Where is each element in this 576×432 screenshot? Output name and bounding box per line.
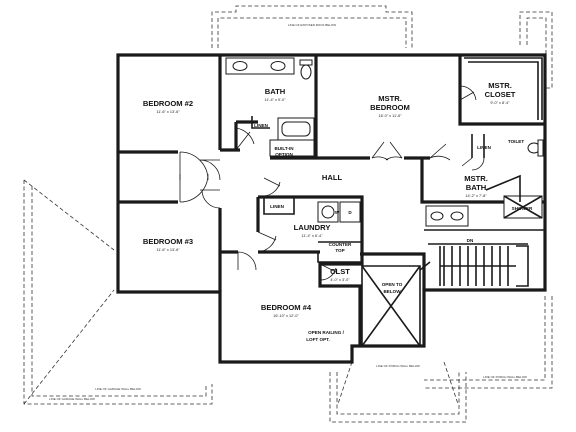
note-dryer: D — [348, 210, 352, 215]
room-labels: BEDROOM #2 11'-6" x 13'-6" BEDROOM #3 11… — [143, 81, 516, 318]
note-porch-wall: LINE OF PORCH WALL BELOW — [376, 364, 420, 368]
room-label-bedroom3: BEDROOM #3 — [143, 237, 193, 246]
room-label-laundry: LAUNDRY — [294, 223, 331, 232]
room-label-bedroom4: BEDROOM #4 — [261, 303, 312, 312]
note-linen-bath: LINEN — [254, 123, 268, 128]
fixture-notes: BUILT-IN OPTION LINEN LINEN LINEN TOILET… — [254, 123, 533, 342]
room-dims-bedroom3: 11'-6" x 13'-6" — [156, 248, 180, 252]
exterior-walls — [116, 53, 547, 364]
note-linen-laundry: LINEN — [270, 204, 284, 209]
room-label-mstr-closet-1: MSTR. — [488, 81, 512, 90]
note-counter-2: TOP — [335, 248, 344, 253]
note-counter-1: COUNTER — [329, 242, 352, 247]
sink-icon — [270, 61, 286, 71]
room-label-bath: BATH — [265, 87, 286, 96]
dryer-icon — [339, 201, 361, 223]
room-label-mstr-closet-2: CLOSET — [485, 90, 516, 99]
toilet-tank-icon — [299, 59, 313, 66]
note-roof-below: LINE OF EXPOSED ROOF BELOW — [288, 23, 336, 27]
door-swings — [179, 85, 485, 281]
note-toilet: TOILET — [508, 139, 524, 144]
sink-icon — [232, 61, 248, 71]
note-open-below-2: BELOW — [383, 289, 401, 294]
room-label-bedroom2: BEDROOM #2 — [143, 99, 193, 108]
room-label-mstr-bedroom-2: BEDROOM — [370, 103, 410, 112]
note-linen-mbath: LINEN — [477, 145, 491, 150]
room-label-hall: HALL — [322, 173, 343, 182]
staircase — [419, 243, 529, 287]
bath-fixtures — [225, 57, 315, 157]
room-label-clst: CLST — [330, 267, 350, 276]
sink-icon — [430, 211, 444, 221]
room-label-mstr-bedroom-1: MSTR. — [378, 94, 402, 103]
bathtub-basin-icon — [281, 121, 311, 137]
below-notes: LINE OF EXPOSED ROOF BELOW LINE OF GARAG… — [49, 23, 527, 401]
room-dims-mstr-bedroom: 16'-0" x 11'-6" — [378, 114, 402, 118]
laundry-fixtures — [317, 201, 361, 223]
note-washer: W — [335, 210, 340, 215]
master-bath-fixtures — [425, 139, 544, 227]
open-to-below — [361, 265, 421, 347]
note-shower: SHOWER — [512, 206, 533, 211]
toilet-icon — [300, 64, 312, 80]
below-outlines — [23, 5, 553, 423]
note-built-in-2: OPTION — [275, 152, 293, 157]
toilet-tank-icon — [537, 139, 544, 157]
note-railing-2: LOFT OPT. — [306, 337, 329, 342]
note-garage-wall-1: LINE OF GARAGE WALL BELOW — [95, 387, 141, 391]
built-in-cabinet — [269, 139, 315, 157]
room-dims-mstr-closet: 9'-0" x 8'-4" — [490, 101, 510, 105]
note-open-below-1: OPEN TO — [382, 282, 403, 287]
room-dims-clst: 4'-0" x 3'-0" — [330, 278, 350, 282]
note-built-in-1: BUILT-IN — [274, 146, 294, 151]
master-vanity — [425, 205, 469, 227]
note-stair-down: DN — [467, 238, 474, 243]
closet-shelving — [464, 57, 543, 120]
room-dims-bedroom2: 11'-6" x 13'-6" — [156, 110, 180, 114]
note-garage-wall-2: LINE OF GARAGE WALL BELOW — [49, 397, 95, 401]
sink-icon — [450, 211, 464, 221]
room-label-mstr-bath-2: BATH — [466, 183, 487, 192]
room-label-mstr-bath-1: MSTR. — [464, 174, 488, 183]
room-dims-mstr-bath: 14'-2" x 7'-8" — [465, 194, 487, 198]
note-porch-wall-right: LINE OF PORCH WALL BELOW — [483, 375, 527, 379]
room-dims-laundry: 11'-4" x 6'-4" — [302, 234, 324, 238]
room-dims-bedroom4: 16'-10" x 12'-0" — [273, 314, 299, 318]
room-dims-bath: 11'-4" x 9'-0" — [265, 98, 287, 102]
note-railing-1: OPEN RAILING / — [308, 330, 344, 335]
